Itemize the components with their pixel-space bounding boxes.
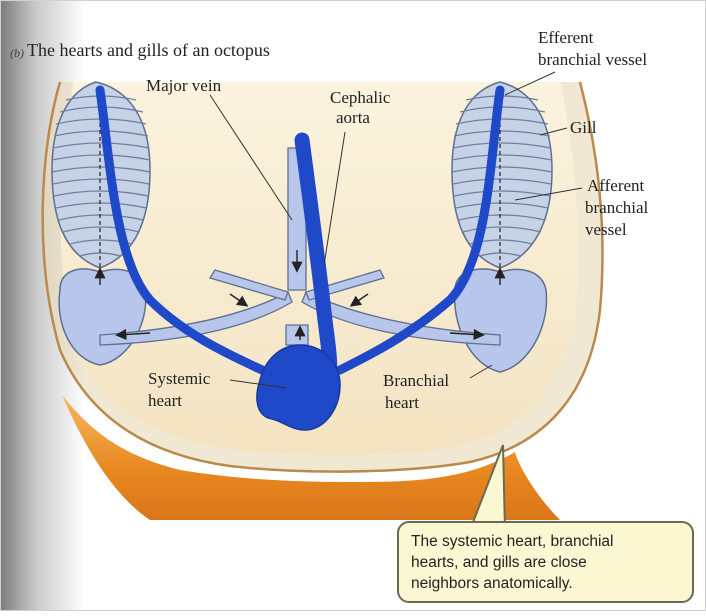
label-major-vein: Major vein xyxy=(146,76,221,96)
callout-line-1: The systemic heart, branchial xyxy=(411,531,680,552)
callout-box: The systemic heart, branchial hearts, an… xyxy=(397,521,694,603)
label-branchial-heart-line2: heart xyxy=(385,393,419,413)
label-cephalic-aorta-line1: Cephalic xyxy=(330,88,390,108)
figure-title: The hearts and gills of an octopus xyxy=(27,40,270,61)
label-systemic-heart-line1: Systemic xyxy=(148,369,210,389)
label-branchial-heart-line1: Branchial xyxy=(383,371,449,391)
label-cephalic-aorta-line2: aorta xyxy=(336,108,370,128)
label-afferent-line1: Afferent xyxy=(587,176,644,196)
callout-line-3: neighbors anatomically. xyxy=(411,573,680,594)
label-gill: Gill xyxy=(570,118,596,138)
label-efferent-line1: Efferent xyxy=(538,28,593,48)
panel-letter: (b) xyxy=(10,46,24,61)
label-efferent-line2: branchial vessel xyxy=(538,50,647,70)
label-afferent-line3: vessel xyxy=(585,220,627,240)
callout-line-2: hearts, and gills are close xyxy=(411,552,680,573)
label-afferent-line2: branchial xyxy=(585,198,648,218)
label-systemic-heart-line2: heart xyxy=(148,391,182,411)
